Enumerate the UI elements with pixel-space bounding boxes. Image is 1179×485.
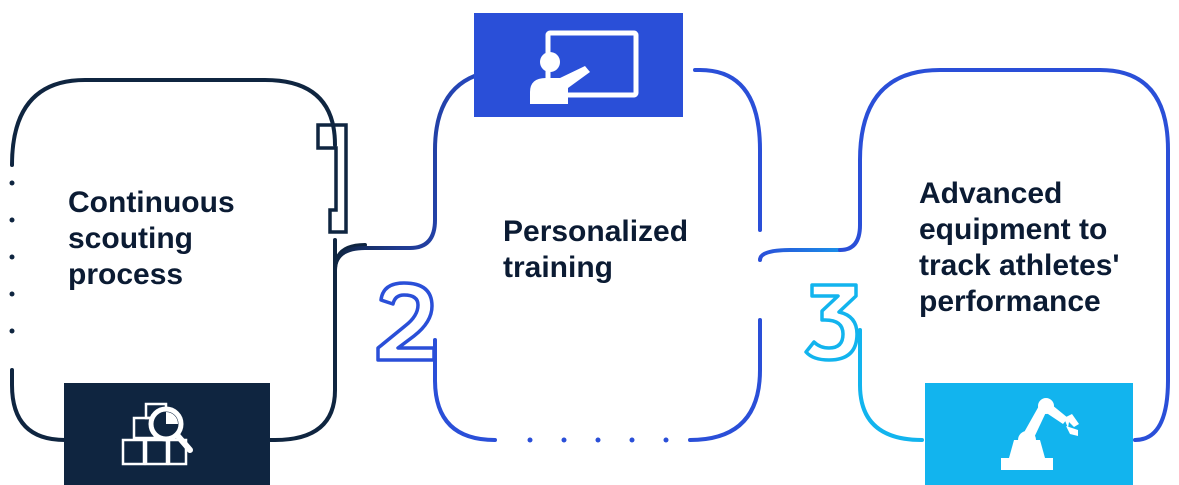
step3-label: Advanced equipment to track athletes' pe…	[919, 177, 1120, 318]
robotic-arm-icon	[1001, 398, 1079, 470]
step1-icon-box	[64, 383, 270, 485]
step2-label: Personalized training	[503, 215, 689, 284]
step1-number	[316, 123, 348, 234]
step2-dots	[527, 437, 669, 443]
step3-icon-box	[925, 383, 1133, 485]
step3-number	[804, 283, 859, 362]
step2-number	[376, 281, 436, 362]
step3-frame	[838, 68, 1170, 442]
scouting-boxes-magnifier-icon	[121, 402, 193, 466]
step2-icon-box	[474, 13, 683, 117]
step2-frame	[333, 68, 842, 442]
step1-dots	[9, 180, 15, 334]
step1-label: Continuous scouting process	[68, 186, 235, 291]
